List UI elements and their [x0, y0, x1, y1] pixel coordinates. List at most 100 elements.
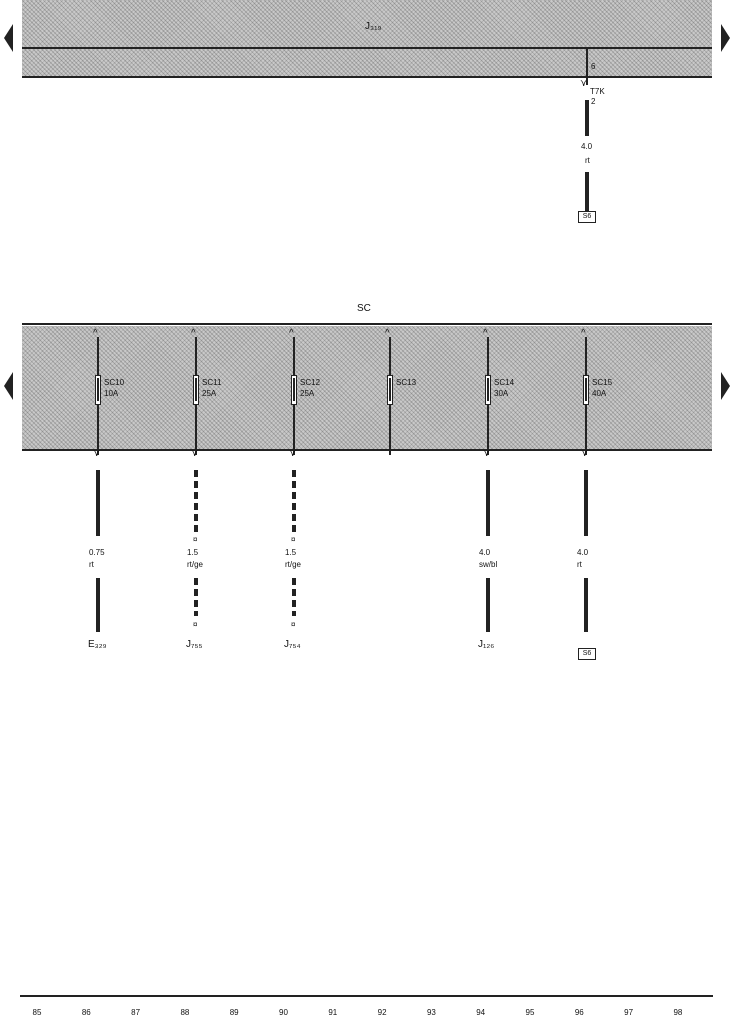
sc-fuse-1-symbol [95, 375, 101, 405]
sc-fuse-2-arrow-up-icon: ^ [191, 328, 196, 339]
sc-fuse-3-symbol [291, 375, 297, 405]
sc-fuse-2-name: SC11 [202, 378, 222, 387]
top-wire-arrow-icon: ⋎ [580, 78, 588, 89]
sc-fuse-5-arrow-up-icon: ^ [483, 328, 488, 339]
sc-fuse-1-wire-out [97, 405, 99, 455]
sc-fuse-2-arrow-down-icon: ⋎ [191, 448, 199, 459]
sc-fuse-6-ground-point: S6 [578, 648, 596, 660]
top-wire-connector: T7K [590, 87, 605, 96]
top-module-block [22, 0, 712, 77]
sc-fuse-1-arrow-up-icon: ^ [93, 328, 98, 339]
sc-fuse-3-arrow-up-icon: ^ [289, 328, 294, 339]
sc-block [22, 326, 712, 450]
sc-fuse-5-rating: 30A [494, 389, 509, 398]
ruler-baseline [20, 995, 713, 997]
ruler-tick-94: 94 [476, 1008, 486, 1017]
sc-fuse-6-wire-out [585, 405, 587, 455]
top-ground-point: S6 [578, 211, 596, 223]
ruler-tick-85: 85 [32, 1008, 42, 1017]
top-wire-lower-1 [585, 100, 589, 136]
ruler-tick-90: 90 [279, 1008, 288, 1017]
sc-fuse-3-size: 1.5 [285, 548, 297, 557]
sc-fuse-5-destination: J₁₂₆ [478, 639, 495, 650]
ruler-tick-87: 87 [131, 1008, 141, 1017]
sc-fuse-6-color: rt [577, 560, 582, 569]
sc-fuse-5-cable-upper [486, 470, 490, 536]
sc-bottom-line [22, 449, 712, 451]
sc-fuse-1-destination: E₃₂₉ [88, 639, 107, 650]
sc-fuse-5-color: sw/bl [479, 560, 498, 569]
sc-fuse-6-cable-upper [584, 470, 588, 536]
sc-fuse-1-rating: 10A [104, 389, 119, 398]
ruler-tick-93: 93 [426, 1008, 436, 1017]
top-wire-pin: 6 [591, 62, 596, 71]
ruler-tick-88: 88 [180, 1008, 190, 1017]
ruler-tick-98: 98 [673, 1008, 683, 1017]
top-wire-size: 4.0 [581, 142, 593, 151]
top-wire-pin-lower: 2 [591, 97, 596, 106]
top-module-bottom-edge [22, 76, 712, 78]
sc-fuse-6-wire-in [585, 337, 587, 375]
top-wire-lower-2 [585, 172, 589, 212]
nav-left-arrow-top[interactable] [4, 24, 13, 52]
sc-fuse-5-symbol [485, 375, 491, 405]
ruler-tick-86: 86 [81, 1008, 91, 1017]
top-wire-color: rt [585, 156, 590, 165]
ruler-tick-97: 97 [624, 1008, 634, 1017]
sc-fuse-5-name: SC14 [494, 378, 515, 387]
sc-fuse-4-name: SC13 [396, 378, 417, 387]
ruler-tick-95: 95 [525, 1008, 535, 1017]
sc-fuse-3-cable-upper [292, 470, 296, 532]
sc-fuse-2-cable-mark-top: ¤ [193, 535, 198, 544]
sc-block-label: SC [357, 303, 371, 314]
top-wire-upper [586, 49, 588, 85]
sc-fuse-4-wire-in [389, 337, 391, 375]
sc-top-line [22, 323, 712, 325]
sc-fuse-2-destination: J₇₅₅ [186, 639, 203, 650]
top-module-label: J₃₁₉ [365, 21, 382, 32]
nav-right-arrow-middle[interactable] [721, 372, 730, 400]
sc-fuse-3-rating: 25A [300, 389, 315, 398]
sc-fuse-2-wire-in [195, 337, 197, 375]
sc-fuse-3-arrow-down-icon: ⋎ [289, 448, 297, 459]
sc-fuse-6-size: 4.0 [577, 548, 589, 557]
sc-fuse-2-cable-mark-bottom: ¤ [193, 620, 198, 629]
nav-right-arrow-top[interactable] [721, 24, 730, 52]
sc-fuse-6-name: SC15 [592, 378, 613, 387]
sc-fuse-3-cable-mark-bottom: ¤ [291, 620, 296, 629]
sc-fuse-3-name: SC12 [300, 378, 321, 387]
sc-fuse-5-size: 4.0 [479, 548, 491, 557]
sc-fuse-5-wire-in [487, 337, 489, 375]
sc-fuse-2-symbol [193, 375, 199, 405]
sc-fuse-3-wire-out [293, 405, 295, 455]
sc-fuse-3-color: rt/ge [285, 560, 302, 569]
sc-fuse-1-cable-lower [96, 578, 100, 632]
sc-fuse-1-color: rt [89, 560, 94, 569]
sc-fuse-4-wire-out [389, 405, 391, 455]
sc-fuse-6-rating: 40A [592, 389, 607, 398]
sc-fuse-6-symbol [583, 375, 589, 405]
sc-fuse-2-wire-out [195, 405, 197, 455]
sc-fuse-3-wire-in [293, 337, 295, 375]
sc-fuse-2-size: 1.5 [187, 548, 199, 557]
sc-fuse-1-cable-upper [96, 470, 100, 536]
sc-fuse-4-symbol [387, 375, 393, 405]
sc-fuse-4-arrow-up-icon: ^ [385, 328, 390, 339]
sc-fuse-2-cable-upper [194, 470, 198, 532]
ruler-tick-89: 89 [229, 1008, 239, 1017]
ruler-tick-92: 92 [377, 1008, 387, 1017]
sc-fuse-1-name: SC10 [104, 378, 125, 387]
top-module-divider [22, 47, 712, 49]
sc-fuse-6-cable-lower [584, 578, 588, 632]
sc-fuse-1-arrow-down-icon: ⋎ [93, 448, 101, 459]
sc-fuse-2-color: rt/ge [187, 560, 204, 569]
sc-fuse-2-rating: 25A [202, 389, 217, 398]
nav-left-arrow-middle[interactable] [4, 372, 13, 400]
sc-fuse-6-arrow-down-icon: ⋎ [581, 448, 589, 459]
sc-fuse-3-cable-mark-top: ¤ [291, 535, 296, 544]
ruler-tick-91: 91 [328, 1008, 338, 1017]
sc-fuse-3-cable-lower [292, 578, 296, 616]
sc-fuse-2-cable-lower [194, 578, 198, 616]
sc-fuse-5-wire-out [487, 405, 489, 455]
sc-fuse-1-wire-in [97, 337, 99, 375]
